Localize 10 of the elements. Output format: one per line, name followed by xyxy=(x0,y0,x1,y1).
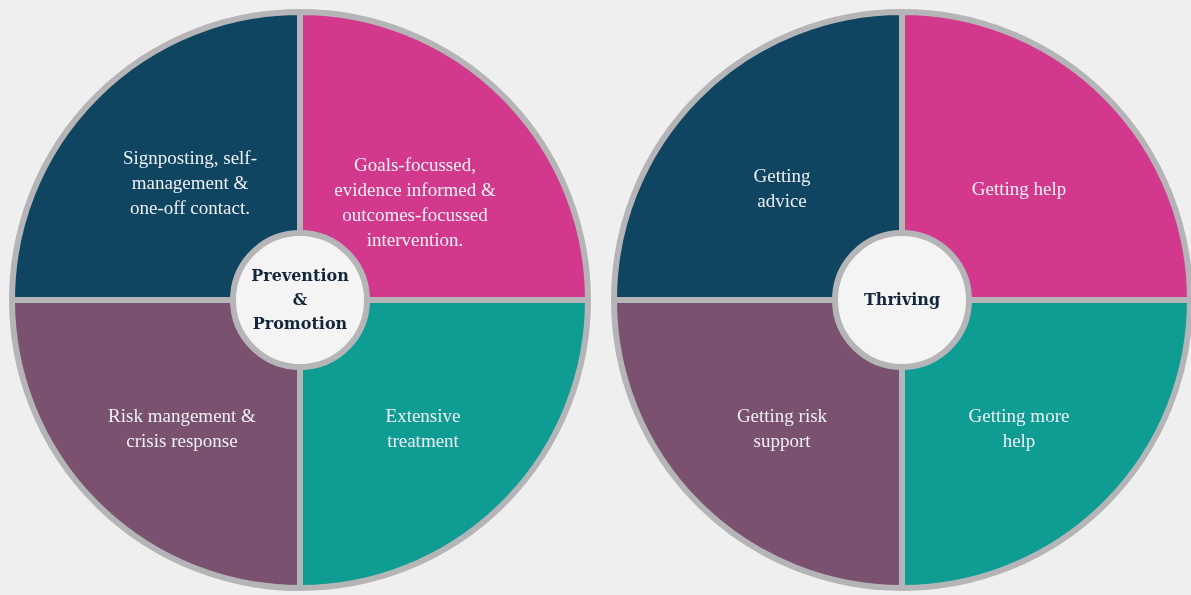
segment-label: Getting advice xyxy=(752,164,812,213)
segment-label: Getting risk support xyxy=(735,404,829,453)
segment-label: Risk mangement & crisis response xyxy=(107,404,257,453)
segment-label: Signposting, self-management & one-off contact. xyxy=(121,145,259,220)
segment-label: Getting more help xyxy=(967,404,1071,453)
hub-label: Prevention & Promotion xyxy=(250,265,350,335)
segment-label: Extensive treatment xyxy=(384,404,462,453)
segment-label: Goals-focussed, evidence informed & outcomes-focussed intervention. xyxy=(333,153,497,252)
segment-label: Getting help xyxy=(970,176,1068,201)
hub-label: Thriving xyxy=(862,289,942,311)
